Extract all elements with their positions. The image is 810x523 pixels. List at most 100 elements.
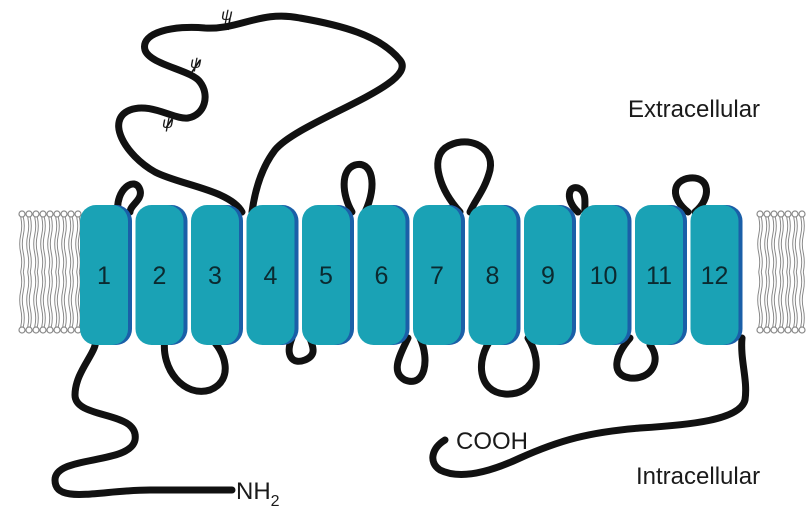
helix-12: 12 [690,205,743,345]
nh-subscript: 2 [271,493,280,510]
lipid-head [60,326,68,334]
lipid-tail [778,216,782,273]
helix-body [635,205,683,345]
lipid-tail [33,271,37,328]
lipid-tail [26,216,30,273]
intracellular-label: Intracellular [636,463,760,490]
lipid-tail [778,271,782,328]
helix-number: 4 [264,262,278,290]
n-terminal-tail [51,334,236,498]
lipid-head [777,210,785,218]
lipid-tail [21,216,25,273]
lipid-tail [780,216,784,273]
c-terminal-tail [429,334,750,478]
lipid-tail [70,216,74,273]
extracellular-loop-9-10 [565,184,589,216]
lipid-head [791,326,799,334]
lipid-tail [33,216,37,273]
helix-4: 4 [246,205,299,345]
lipid-tail [757,271,761,328]
lipid-tail [773,216,777,273]
helix-3: 3 [191,205,243,345]
helix-body [413,205,461,345]
lipid-head [74,210,82,218]
lipid-head [763,326,771,334]
lipid-tail [68,271,72,328]
lipid-tail [42,271,46,328]
intracellular-loop-4-5 [285,334,317,365]
lipid-tail [75,216,79,273]
helix-number: 11 [646,262,672,290]
lipid-tail [773,271,777,328]
helix-10: 10 [579,205,632,345]
helix-body [690,205,739,345]
intracellular-loop-8-9 [477,334,540,398]
helix-body [80,205,128,345]
glycosylation-marker-3: ψ [162,115,175,132]
lipid-tail [771,216,775,273]
lipid-tail [794,271,798,328]
lipid-head [60,210,68,218]
lipid-tail [68,216,72,273]
extracellular-loop-3-4 [115,12,406,216]
lipid-tail [40,271,44,328]
lipid-tail [47,216,51,273]
helix-9: 9 [524,205,576,345]
lipid-tail [766,216,770,273]
lipid-tail [801,216,805,273]
polypeptide-chain [51,12,750,498]
extracellular-loop-1-2 [114,180,144,216]
lipid-tail [54,271,58,328]
glycosylation-marker-1: ψ [221,7,233,31]
lipid-tail [75,271,79,328]
lipid-tail [35,216,39,273]
lipid-tail [19,271,23,328]
lipid-head [798,326,806,334]
lipid-bilayer-left [18,210,82,334]
helix-body [579,205,628,345]
lipid-tail [799,271,803,328]
lipid-tail [28,216,32,273]
helix-body [468,205,517,345]
lipid-tail [792,271,796,328]
lipid-head [39,326,47,334]
nh2-label: NH2 [236,478,280,510]
helix-number: 6 [375,262,389,290]
lipid-tail [785,216,789,273]
helix-number: 2 [153,262,167,290]
svg-text:ψ: ψ [162,115,174,132]
lipid-bilayer-right [756,210,806,334]
lipid-tail [42,216,46,273]
helix-body [191,205,239,345]
lipid-tail [63,271,67,328]
lipid-tail [61,271,65,328]
lipid-head [46,210,54,218]
helix-6: 6 [357,205,410,345]
extracellular-loop-5-6 [340,160,376,216]
lipid-tail [764,271,768,328]
lipid-tail [56,271,60,328]
lipid-tail [21,271,25,328]
intracellular-loop-2-3 [160,334,229,395]
helix-7: 7 [413,205,465,345]
lipid-tail [771,271,775,328]
extracellular-loop-7-8 [434,138,494,216]
lipid-head [53,210,61,218]
lipid-head [32,326,40,334]
glycosylation-sites: ψ ψ ψ [162,7,233,132]
svg-text:ψ: ψ [221,7,233,24]
lipid-tail [799,216,803,273]
lipid-tail [759,216,763,273]
helix-body [524,205,572,345]
lipid-tail [787,271,791,328]
lipid-head [25,210,33,218]
lipid-tail [28,271,32,328]
helix-number: 7 [430,262,444,290]
lipid-tail [40,216,44,273]
lipid-head [784,326,792,334]
lipid-head [784,210,792,218]
lipid-tail [787,216,791,273]
helix-body [135,205,184,345]
extracellular-label: Extracellular [628,96,760,123]
